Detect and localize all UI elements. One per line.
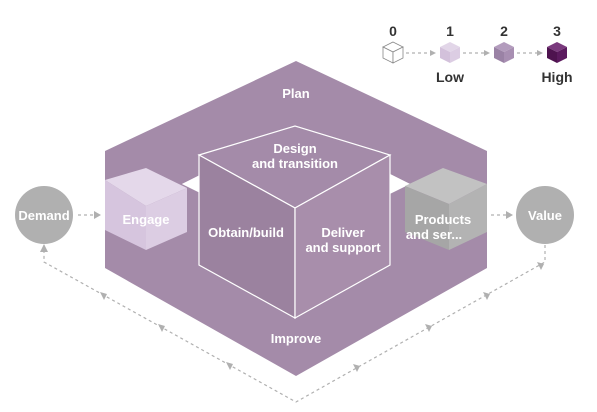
feedback-arrowhead (353, 364, 360, 372)
legend: 0 1 2 3 (382, 23, 573, 85)
feedback-arrowhead (158, 324, 165, 332)
legend-number-1: 1 (446, 23, 454, 39)
engage-label: Engage (123, 212, 170, 227)
products-label-line2: and ser... (406, 227, 462, 242)
demand-arrowhead (94, 211, 101, 219)
feedback-path (43, 245, 546, 403)
demand-label: Demand (18, 208, 69, 223)
feedback-arrowhead (537, 262, 544, 270)
legend-caption-low: Low (436, 69, 464, 85)
design-label-line1: Design (273, 141, 316, 156)
legend-arrowhead (484, 50, 490, 56)
legend-cube-3-icon (547, 42, 567, 63)
value-chain-frame (105, 61, 487, 376)
feedback-arrowhead (425, 324, 432, 332)
deliver-label-line2: and support (305, 240, 381, 255)
value-arrowhead (506, 211, 513, 219)
engage-cube (105, 168, 187, 250)
central-cube (197, 125, 392, 320)
products-label-line1: Products (415, 212, 471, 227)
value-node (516, 186, 574, 244)
feedback-arrowhead-demand (40, 244, 48, 252)
demand-node (15, 186, 73, 244)
feedback-arrowhead (226, 362, 233, 370)
feedback-arrowhead (483, 292, 490, 300)
legend-arrowhead (537, 50, 543, 56)
plan-label: Plan (282, 86, 310, 101)
deliver-label-line1: Deliver (321, 225, 364, 240)
deliver-and-support-face (294, 153, 391, 320)
feedback-arrowhead (100, 292, 107, 300)
obtain-build-label: Obtain/build (208, 225, 284, 240)
legend-number-3: 3 (553, 23, 561, 39)
feedback-loop (40, 244, 546, 403)
products-and-services-cube (405, 168, 487, 250)
legend-cube-1-icon (440, 42, 460, 63)
legend-arrowhead (430, 50, 436, 56)
improve-label: Improve (271, 331, 322, 346)
legend-number-0: 0 (389, 23, 397, 39)
legend-cube-0-icon (382, 41, 404, 64)
value-label: Value (528, 208, 562, 223)
legend-caption-high: High (541, 69, 572, 85)
design-label-line2: and transition (252, 156, 338, 171)
legend-cube-2-icon (494, 42, 514, 63)
legend-number-2: 2 (500, 23, 508, 39)
